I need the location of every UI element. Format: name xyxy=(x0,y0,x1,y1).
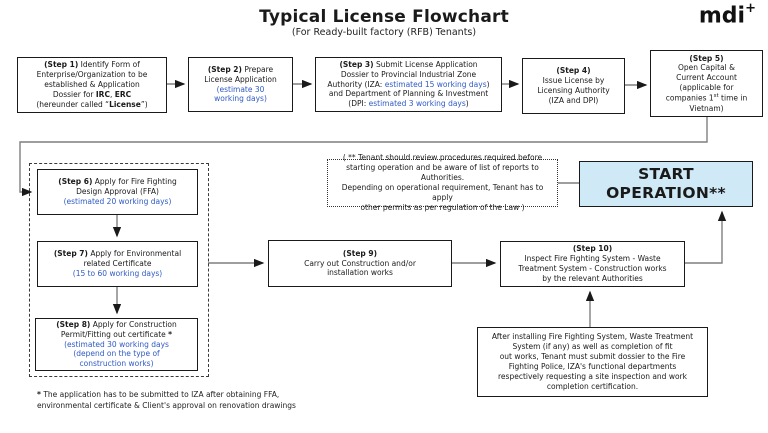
review-note-box: ( ** Tenant should review procedures req… xyxy=(327,153,558,212)
step-10-box: (Step 10)Inspect Fire Fighting System - … xyxy=(500,241,685,287)
start-operation-line1: START xyxy=(638,164,694,183)
step-5-box: (Step 5)Open Capital &Current Account(ap… xyxy=(650,50,763,117)
steps-6-8-dashed-group xyxy=(29,163,209,377)
footnote: * The application has to be submitted to… xyxy=(37,390,296,410)
page-title: Typical License Flowchart xyxy=(259,7,509,27)
mdi-logo: mdi+ xyxy=(698,1,756,29)
mdi-logo-text: mdi xyxy=(698,3,746,29)
start-operation-line2: OPERATION** xyxy=(606,184,726,202)
start-operation-box: START OPERATION** xyxy=(579,161,753,207)
connector-step10-startoperation xyxy=(685,210,727,264)
page-subtitle: (For Ready-built factory (RFB) Tenants) xyxy=(291,27,477,38)
inspection-note-box: After installing Fire Fighting System, W… xyxy=(477,327,708,397)
mdi-logo-plus-icon: + xyxy=(745,1,756,16)
